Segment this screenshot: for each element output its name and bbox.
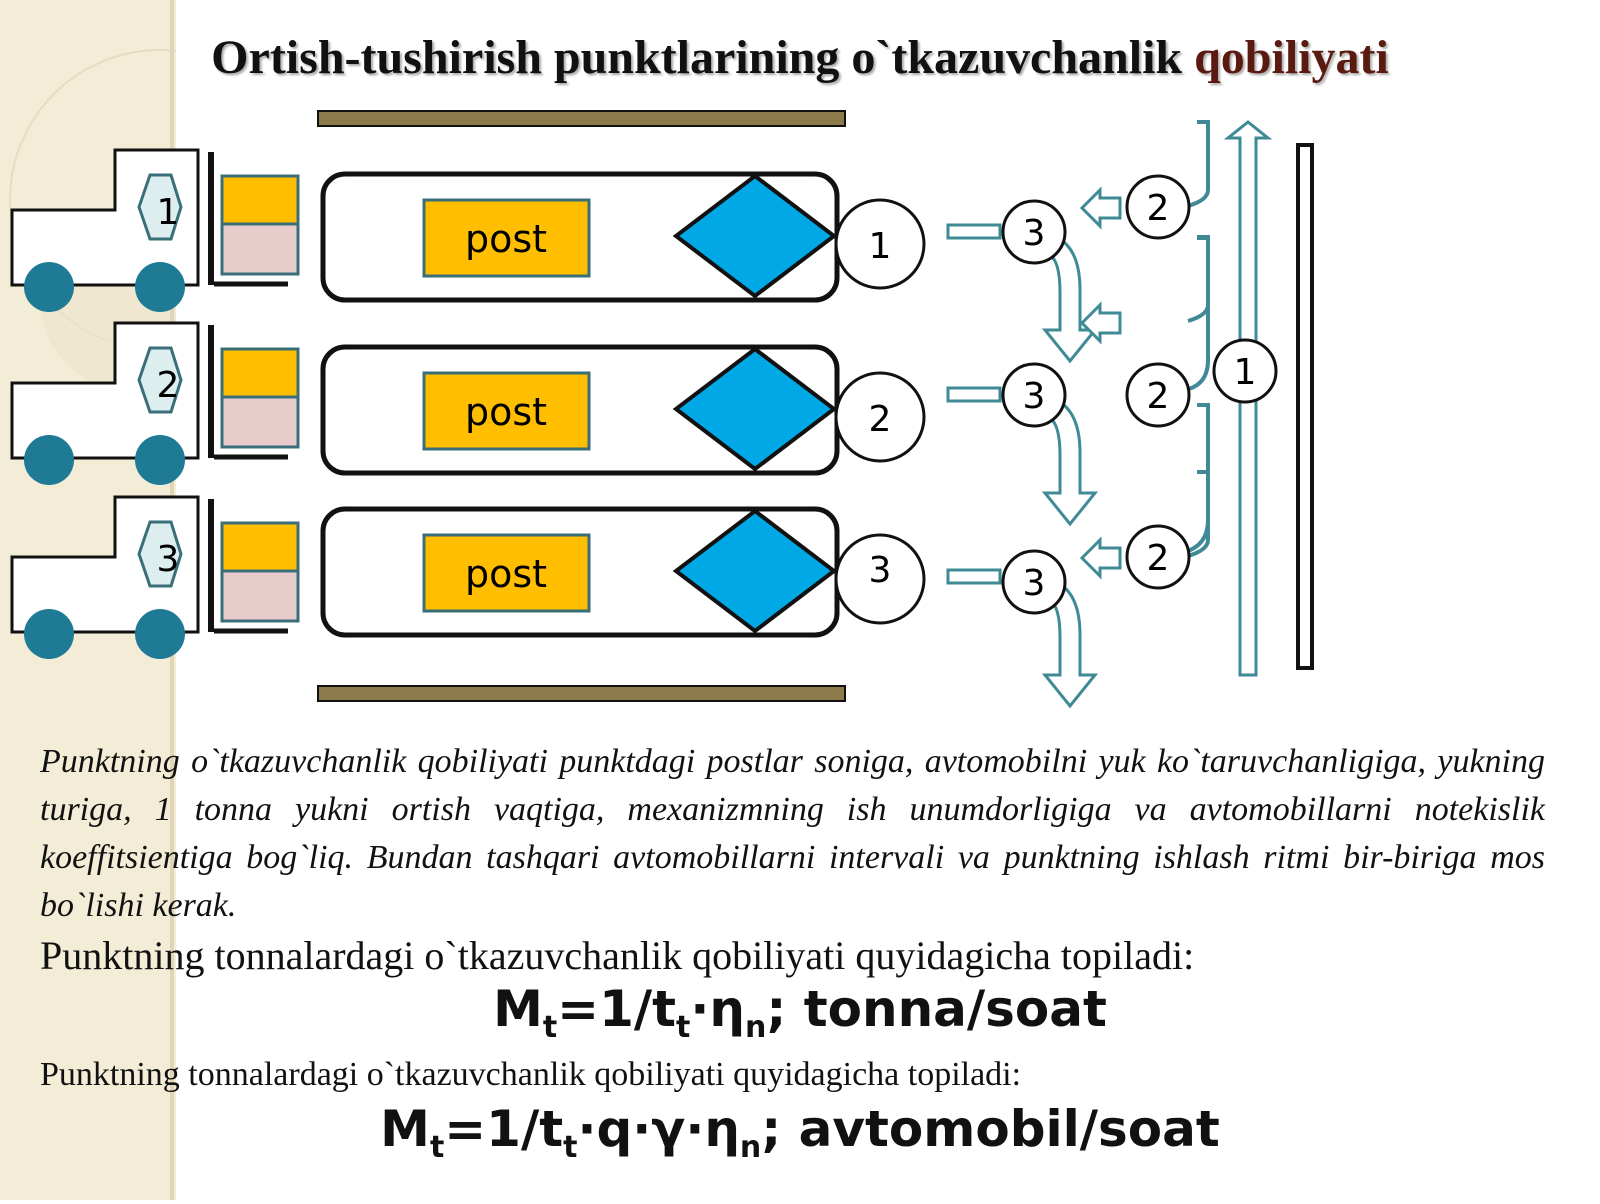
entry-connector-2 [1184,236,1210,392]
title-accent: qobiliyati [1194,31,1389,84]
loading-point-diagram: 1 post 1 2 post 2 3 post 3 3 3 3 2 2 2 1 [0,110,1314,708]
exit-number-2: 3 [1023,376,1046,417]
formula-intro-2: Punktning tonnalardagi o`tkazuvchanlik q… [40,1056,1022,1093]
formula2-part-a: M [380,1100,430,1158]
formula2-part-b: =1/t [444,1100,564,1158]
main-road-number: 1 [1234,352,1257,393]
entry-circle-2 [1125,362,1191,428]
entry-arrow-2 [1080,235,1210,343]
boundary-bar [1296,143,1314,670]
post-label-2: post [465,390,547,434]
formula-intro-1: Punktning tonnalardagi o`tkazuvchanlik q… [40,933,1195,978]
entry-number-3: 2 [1147,538,1170,579]
exit-number-3: 3 [1023,563,1046,604]
truck-number-3: 3 [157,539,180,580]
page-title: Ortish-tushirish punktlarining o`tkazuvc… [0,30,1600,85]
post-number-3: 3 [869,550,892,591]
truck-2 [12,323,298,485]
formula-vehicles-per-hour: Mt=1/tt·q·γ·ηn; avtomobil/soat [0,1100,1600,1165]
exit-circle-2 [1001,362,1067,428]
exit-circle-3 [1001,549,1067,615]
entry-circle-1 [1125,174,1191,240]
formula2-sub-c: n [739,1130,762,1165]
entry-number-2: 2 [1147,376,1170,417]
exit-circle-1 [1001,199,1067,265]
main-road-circle [1212,338,1278,404]
formula2-sub-a: t [429,1130,445,1165]
bottom-platform-bar [317,685,846,702]
formula2-part-c: ·q·γ·η [577,1100,740,1158]
entry-connector-3 [1184,403,1210,554]
truck-number-1: 1 [157,192,180,233]
title-main: Ortish-tushirish punktlarining o`tkazuvc… [211,31,1183,84]
truck-3 [12,497,298,659]
formula1-sub-b: t [676,1010,691,1045]
formula1-part-b: =1/t [557,980,677,1038]
truck-1 [12,150,298,312]
description-paragraph: Punktning o`tkazuvchanlik qobiliyati pun… [40,743,1545,924]
formula1-part-d: ; tonna/soat [766,980,1107,1038]
formula2-part-d: ; avtomobil/soat [761,1100,1220,1158]
post-number-2: 2 [869,399,892,440]
truck-number-2: 2 [157,365,180,406]
post-2 [323,347,924,473]
post-3 [323,509,924,635]
post-label-1: post [465,217,547,261]
entry-circle-3 [1125,524,1191,590]
exit-number-1: 3 [1023,213,1046,254]
formula1-sub-c: n [744,1010,767,1045]
entry-number-1: 2 [1147,188,1170,229]
formula2-sub-b: t [563,1130,578,1165]
formula1-part-c: ·η [690,980,745,1038]
formula1-sub-a: t [542,1010,558,1045]
top-platform-bar [317,110,846,127]
post-label-3: post [465,552,547,596]
post-number-1: 1 [869,226,892,267]
formula-tonnes-per-hour: Mt=1/tt·ηn; tonna/soat [0,980,1600,1045]
formula1-part-a: M [493,980,543,1038]
post-1 [323,174,924,300]
